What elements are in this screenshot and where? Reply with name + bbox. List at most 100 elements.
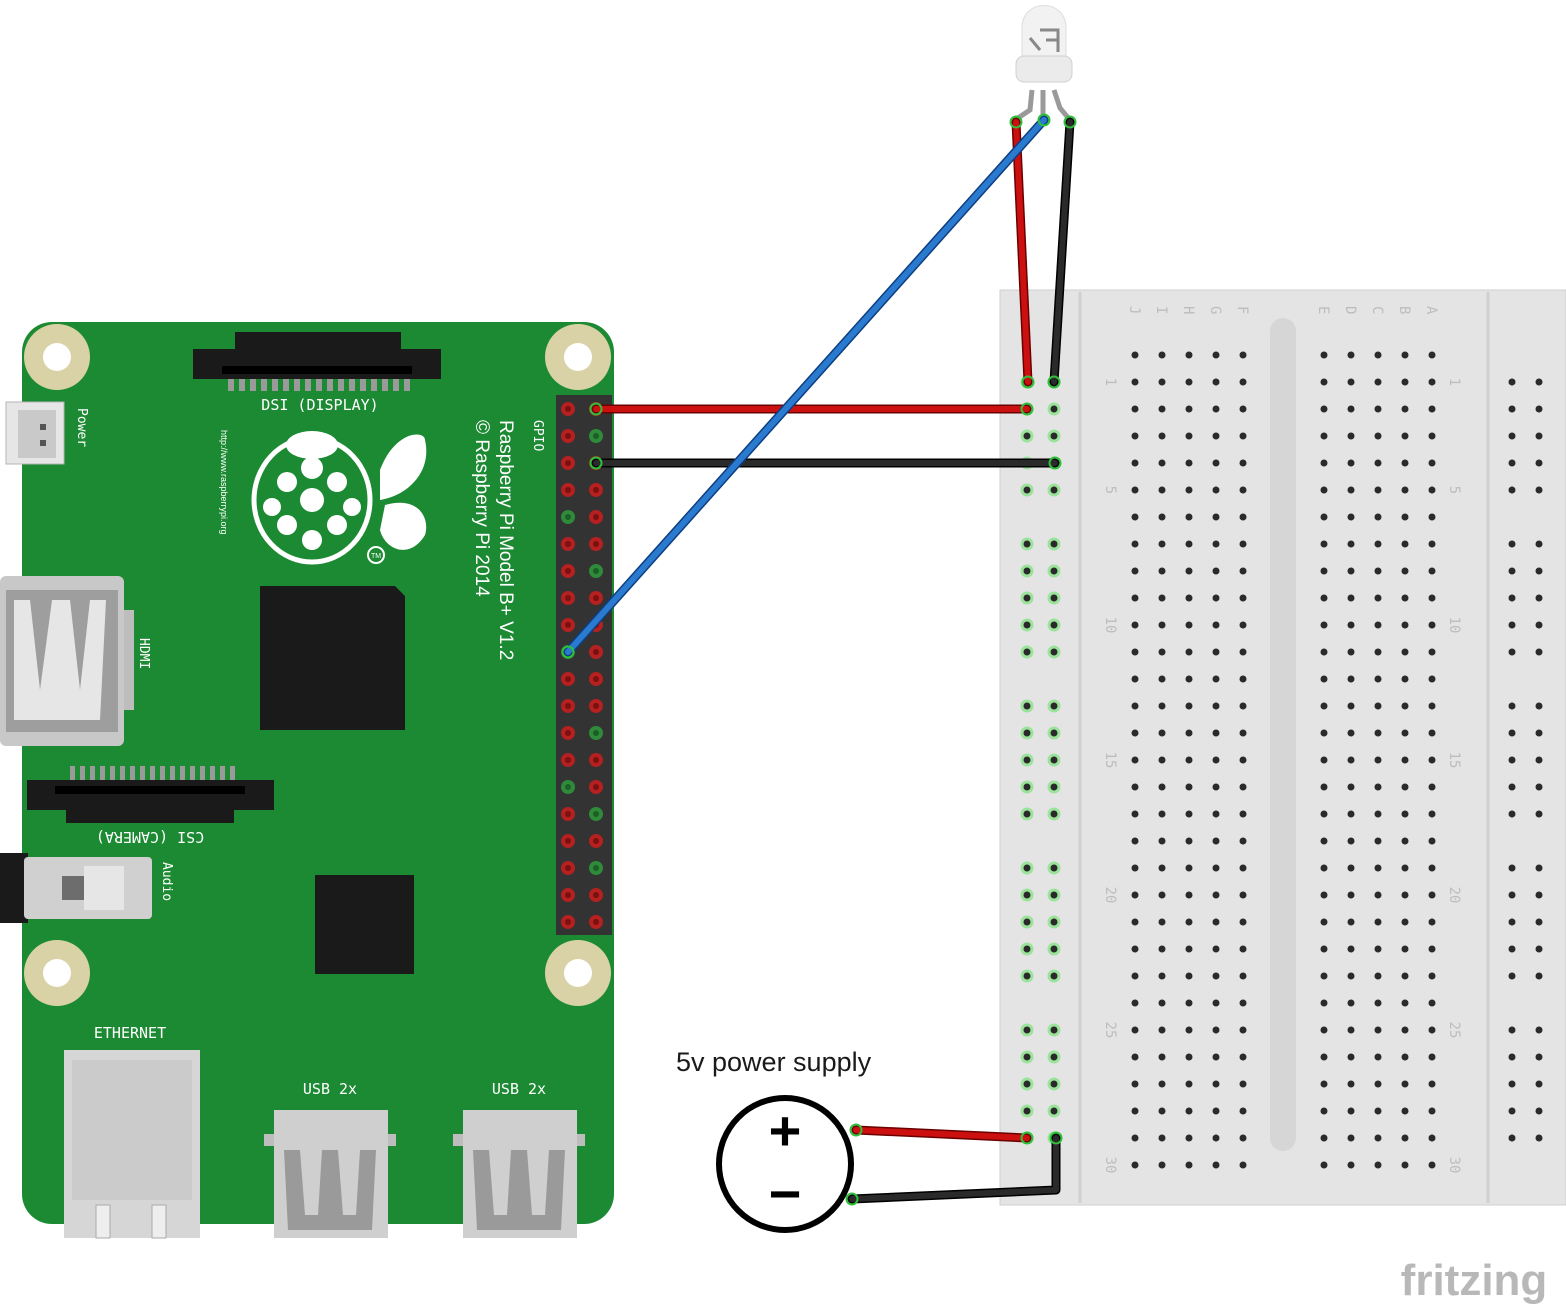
- terminal-hole: [1239, 945, 1247, 953]
- column-letter: G: [1207, 306, 1223, 314]
- csi-connector: [27, 766, 274, 823]
- terminal-hole: [1158, 945, 1166, 953]
- connector-pin: [382, 379, 388, 391]
- terminal-hole: [1374, 1134, 1382, 1142]
- rail-hole: [1050, 405, 1058, 413]
- terminal-hole: [1239, 621, 1247, 629]
- usb1-label: USB 2x: [303, 1080, 357, 1098]
- rail-hole: [1508, 702, 1516, 710]
- terminal-hole: [1374, 891, 1382, 899]
- terminal-hole: [1401, 594, 1409, 602]
- terminal-hole: [1212, 486, 1220, 494]
- terminal-hole: [1401, 459, 1409, 467]
- gpio-pin-center: [565, 757, 571, 763]
- connector-pin: [200, 766, 205, 780]
- connector-pin: [90, 766, 95, 780]
- terminal-hole: [1131, 648, 1139, 656]
- row-number: 10: [1446, 617, 1462, 634]
- terminal-hole: [1320, 459, 1328, 467]
- gpio-pin-center: [593, 595, 599, 601]
- rail-hole: [1023, 1107, 1031, 1115]
- terminal-hole: [1347, 1107, 1355, 1115]
- terminal-hole: [1320, 648, 1328, 656]
- rail-hole: [1535, 432, 1543, 440]
- terminal-hole: [1239, 1080, 1247, 1088]
- terminal-hole: [1428, 648, 1436, 656]
- terminal-hole: [1428, 405, 1436, 413]
- terminal-hole: [1347, 972, 1355, 980]
- terminal-hole: [1212, 972, 1220, 980]
- terminal-hole: [1239, 432, 1247, 440]
- rail-hole: [1535, 540, 1543, 548]
- terminal-hole: [1239, 567, 1247, 575]
- rail-hole: [1508, 1134, 1516, 1142]
- terminal-hole: [1185, 1134, 1193, 1142]
- terminal-hole: [1158, 810, 1166, 818]
- rail-hole: [1050, 729, 1058, 737]
- rail-hole: [1508, 945, 1516, 953]
- terminal-hole: [1347, 945, 1355, 953]
- terminal-hole: [1401, 1053, 1409, 1061]
- terminal-hole: [1158, 1080, 1166, 1088]
- terminal-hole: [1239, 1161, 1247, 1169]
- rail-hole: [1023, 756, 1031, 764]
- terminal-hole: [1158, 783, 1166, 791]
- terminal-hole: [1185, 594, 1193, 602]
- terminal-hole: [1401, 1107, 1409, 1115]
- rail-hole: [1050, 621, 1058, 629]
- terminal-hole: [1131, 1026, 1139, 1034]
- terminal-hole: [1401, 918, 1409, 926]
- soc-chip: [260, 586, 405, 730]
- terminal-hole: [1131, 405, 1139, 413]
- terminal-hole: [1320, 1080, 1328, 1088]
- terminal-hole: [1185, 972, 1193, 980]
- rail-hole: [1050, 972, 1058, 980]
- usb-port: [264, 1110, 396, 1238]
- rail-hole: [1023, 864, 1031, 872]
- terminal-hole: [1401, 432, 1409, 440]
- terminal-hole: [1239, 351, 1247, 359]
- rail-hole: [1535, 1026, 1543, 1034]
- terminal-hole: [1212, 432, 1220, 440]
- rail-hole: [1508, 486, 1516, 494]
- connector-pin: [294, 379, 300, 391]
- terminal-hole: [1158, 351, 1166, 359]
- column-letter: A: [1423, 306, 1439, 315]
- terminal-hole: [1131, 351, 1139, 359]
- terminal-hole: [1320, 594, 1328, 602]
- terminal-hole: [1428, 864, 1436, 872]
- fritzing-watermark: fritzing: [1401, 1256, 1548, 1305]
- terminal-hole: [1374, 702, 1382, 710]
- rail-hole: [1535, 621, 1543, 629]
- terminal-hole: [1374, 459, 1382, 467]
- terminal-hole: [1158, 378, 1166, 386]
- terminal-hole: [1239, 378, 1247, 386]
- row-number: 5: [1102, 486, 1118, 494]
- terminal-hole: [1185, 1161, 1193, 1169]
- wire-endpoint: [1049, 1131, 1063, 1145]
- rail-hole: [1050, 891, 1058, 899]
- gpio-pin-center: [565, 595, 571, 601]
- terminal-hole: [1401, 945, 1409, 953]
- rail-hole: [1535, 405, 1543, 413]
- terminal-hole: [1212, 864, 1220, 872]
- rail-hole: [1535, 891, 1543, 899]
- terminal-hole: [1239, 891, 1247, 899]
- terminal-hole: [1401, 756, 1409, 764]
- rail-hole: [1023, 1026, 1031, 1034]
- terminal-hole: [1212, 648, 1220, 656]
- rail-hole: [1508, 810, 1516, 818]
- terminal-hole: [1428, 621, 1436, 629]
- terminal-hole: [1374, 837, 1382, 845]
- row-number: 30: [1446, 1157, 1462, 1174]
- terminal-hole: [1428, 837, 1436, 845]
- connector-pin: [360, 379, 366, 391]
- connector-pin: [239, 379, 245, 391]
- terminal-hole: [1374, 648, 1382, 656]
- terminal-hole: [1374, 972, 1382, 980]
- terminal-hole: [1239, 702, 1247, 710]
- terminal-hole: [1401, 621, 1409, 629]
- terminal-hole: [1428, 729, 1436, 737]
- rail-hole: [1535, 1080, 1543, 1088]
- terminal-hole: [1401, 999, 1409, 1007]
